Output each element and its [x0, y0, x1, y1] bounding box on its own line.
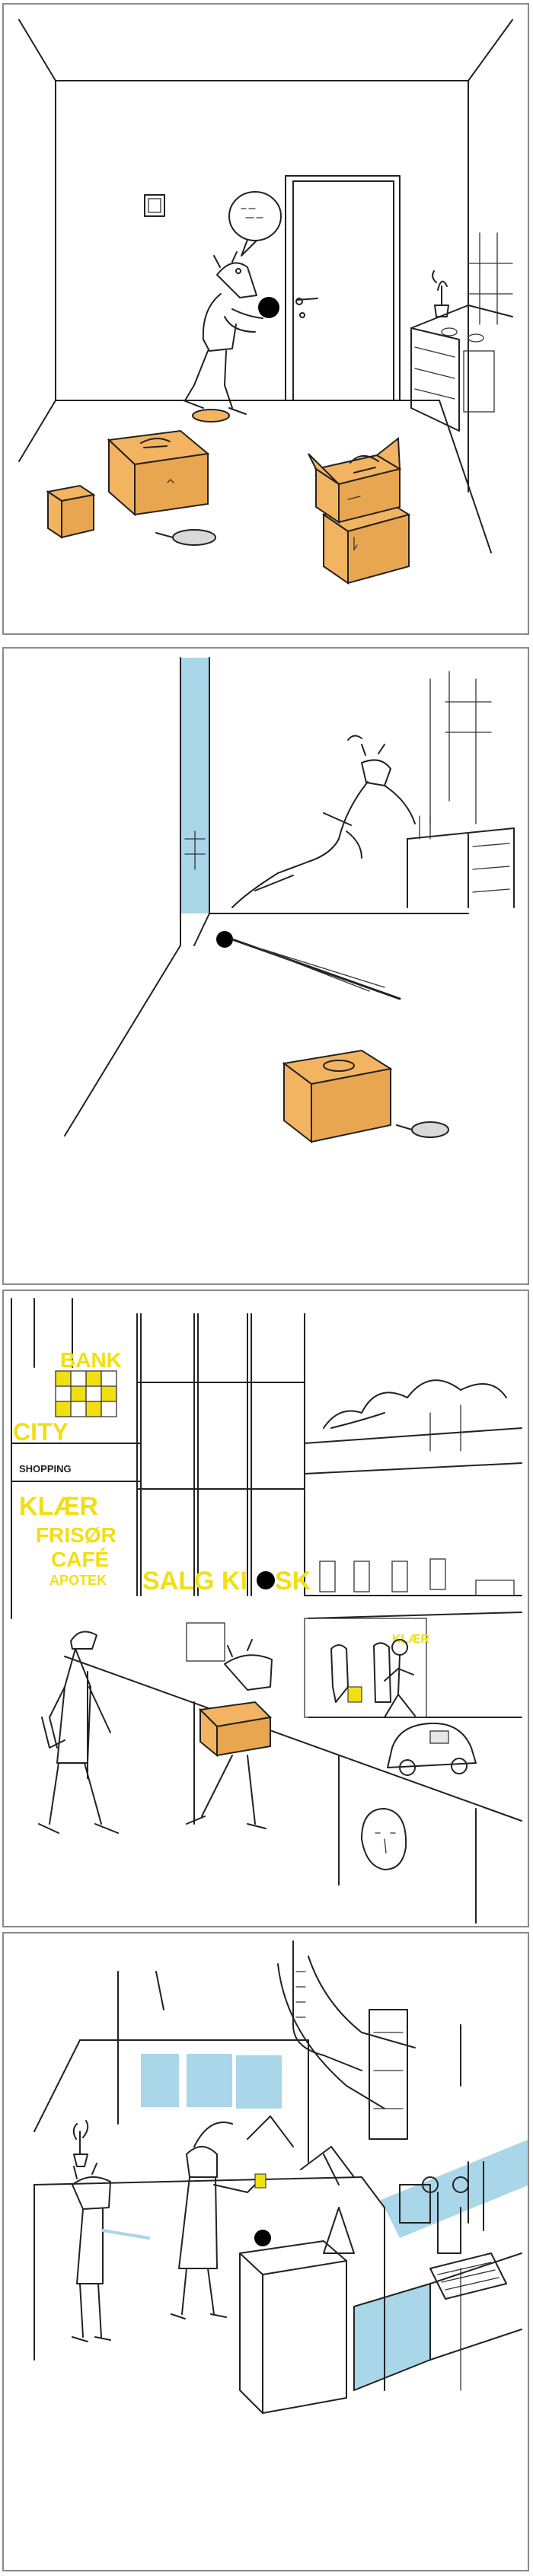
sign-salg-kiosk: SALG KI [142, 1567, 247, 1596]
wall-lines [34, 1971, 461, 2163]
sign-klaer-window: KLÆR [392, 1633, 429, 1646]
panel-1-drawing [18, 19, 513, 585]
cabinet-blue-panel [354, 2284, 430, 2390]
open-box-stack [308, 437, 411, 585]
glass-tower [136, 1313, 305, 1596]
ceiling-pipes [277, 1940, 416, 2140]
speech-bubble [228, 191, 282, 257]
panel-2-drawing [64, 657, 515, 1144]
window-shoppers [330, 1642, 391, 1703]
room-walls [64, 657, 469, 1137]
cabinet-doors [353, 2252, 522, 2391]
car [387, 1722, 477, 1776]
room-walls [18, 19, 513, 553]
kitchen-counter [410, 232, 513, 432]
woman-walking [38, 1631, 119, 1834]
counter-block [239, 2240, 347, 2414]
horse-carrying-box [186, 1639, 273, 1829]
street-buildings [186, 1427, 522, 1718]
light-switch [144, 194, 165, 217]
window-frame [429, 671, 492, 824]
horse-character [183, 251, 263, 422]
pedestrian [384, 1639, 416, 1718]
sign-shopping: SHOPPING [19, 1463, 72, 1475]
sign-bank: BANK [60, 1348, 122, 1372]
black-dot [254, 2230, 271, 2246]
window-middle [187, 2054, 232, 2107]
lab-equipment [323, 2161, 507, 2300]
window-left [141, 2054, 179, 2107]
black-dot [258, 297, 279, 318]
sign-frisor: FRISØR [36, 1523, 116, 1547]
bald-man-head [361, 1808, 407, 1870]
leaping-horse-character [231, 735, 416, 908]
checker-grid [55, 1370, 117, 1417]
window-right [236, 2055, 282, 2109]
scientist [171, 2146, 266, 2319]
lab-bench [34, 2176, 385, 2391]
moving-box-large [107, 429, 210, 517]
horse-character [72, 2163, 150, 2342]
sign-apotek: APOTEK [49, 1573, 107, 1588]
panel-1 [2, 3, 529, 635]
black-dot [216, 931, 233, 948]
sky-doorway-strip [180, 658, 209, 913]
clouds-and-smoke [323, 1379, 507, 1452]
sign-cafe: CAFÉ [51, 1548, 109, 1571]
panel-2 [2, 647, 529, 1285]
plant [72, 2120, 89, 2167]
door [285, 175, 401, 401]
panel-3: BANK CITY SHOPPING KLÆR FRISØR CAFÉ APOT… [2, 1290, 529, 1927]
panel-4-drawing [34, 1940, 528, 2414]
moving-box-small [46, 484, 96, 539]
sign-kiosk-end: SK [275, 1567, 311, 1596]
lamps [193, 2115, 355, 2185]
frying-pan [155, 529, 216, 546]
panel-4 [2, 1932, 529, 2571]
sign-city: CITY [13, 1418, 69, 1446]
panel-3-drawing: BANK CITY SHOPPING KLÆR FRISØR CAFÉ APOT… [11, 1298, 522, 1924]
frying-pan [396, 1121, 449, 1138]
railing [64, 1656, 522, 1924]
building-left [11, 1298, 142, 1619]
moving-box [282, 1049, 393, 1144]
black-dot [257, 1571, 275, 1589]
sign-klaer: KLÆR [19, 1492, 98, 1521]
kitchen-counter [407, 815, 515, 908]
floor-shadow [231, 938, 401, 1000]
